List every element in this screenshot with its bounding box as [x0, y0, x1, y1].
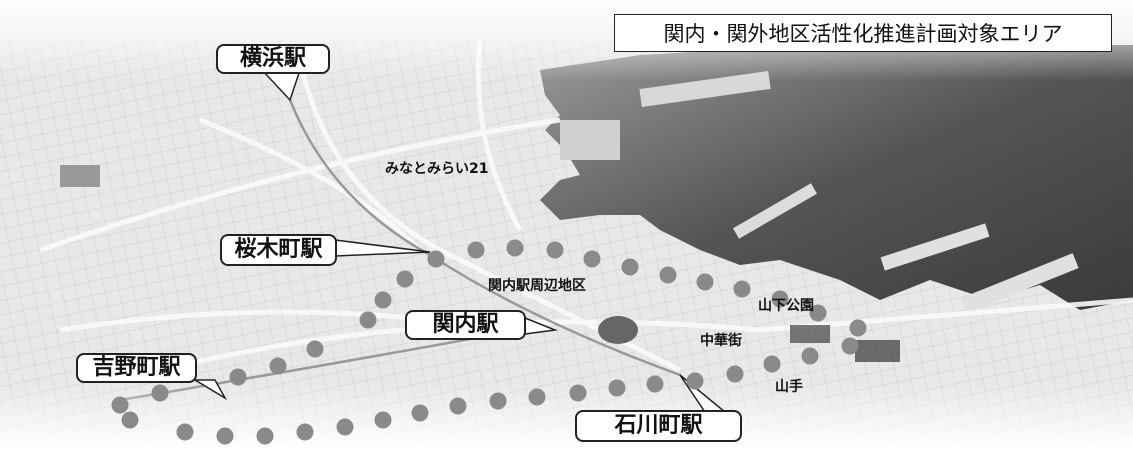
yamashita-park-label: 山下公園	[758, 298, 814, 314]
boundary-dot	[296, 423, 314, 441]
kannai-station-label: 関内駅	[405, 310, 526, 340]
boundary-dot	[336, 418, 354, 436]
sakuragicho-station-label: 桜木町駅	[220, 234, 337, 266]
boundary-dot	[506, 239, 524, 257]
boundary-dot	[608, 379, 626, 397]
ishikawacho-station-label: 石川町駅	[575, 410, 742, 442]
yokohama-station-label: 横浜駅	[216, 44, 330, 74]
boundary-dot	[216, 427, 234, 445]
boundary-dot	[801, 347, 819, 365]
yoshinocho-station-label: 吉野町駅	[76, 353, 197, 383]
boundary-dot	[809, 304, 827, 322]
minatomirai-label: みなとみらい21	[385, 161, 489, 177]
boundary-dot	[396, 270, 414, 288]
boundary-dot	[467, 241, 485, 259]
boundary-dot	[121, 411, 139, 429]
boundary-dot	[427, 250, 445, 268]
boundary-dot	[411, 404, 429, 422]
boundary-dot	[111, 396, 129, 414]
boundary-dot	[176, 423, 194, 441]
boundary-dot	[733, 280, 751, 298]
boundary-dot	[646, 375, 664, 393]
boundary-dot	[849, 319, 867, 337]
boundary-dot	[528, 388, 546, 406]
boundary-dot	[374, 291, 392, 309]
boundary-dot	[546, 241, 564, 259]
boundary-dot	[569, 384, 587, 402]
boundary-dot	[726, 365, 744, 383]
boundary-dot	[449, 397, 467, 415]
boundary-dot	[771, 290, 789, 308]
boundary-dot	[489, 392, 507, 410]
boundary-dot	[359, 311, 377, 329]
boundary-dot	[841, 337, 859, 355]
boundary-dot	[229, 368, 247, 386]
boundary-dot	[696, 273, 714, 291]
boundary-dot	[374, 411, 392, 429]
boundary-dot	[583, 250, 601, 268]
yamate-label: 山手	[775, 379, 803, 395]
boundary-dot	[151, 384, 169, 402]
boundary-dot	[306, 340, 324, 358]
boundary-dot	[763, 355, 781, 373]
boundary-dot	[621, 258, 639, 276]
boundary-dot	[256, 427, 274, 445]
project-area-boundary	[111, 239, 867, 445]
map-title: 関内・関外地区活性化推進計画対象エリア	[614, 14, 1112, 52]
kannai-area-label: 関内駅周辺地区	[488, 278, 586, 294]
boundary-dot	[269, 357, 287, 375]
boundary-dot	[659, 266, 677, 284]
boundary-dot	[686, 372, 704, 390]
chinatown-label: 中華街	[700, 333, 742, 349]
